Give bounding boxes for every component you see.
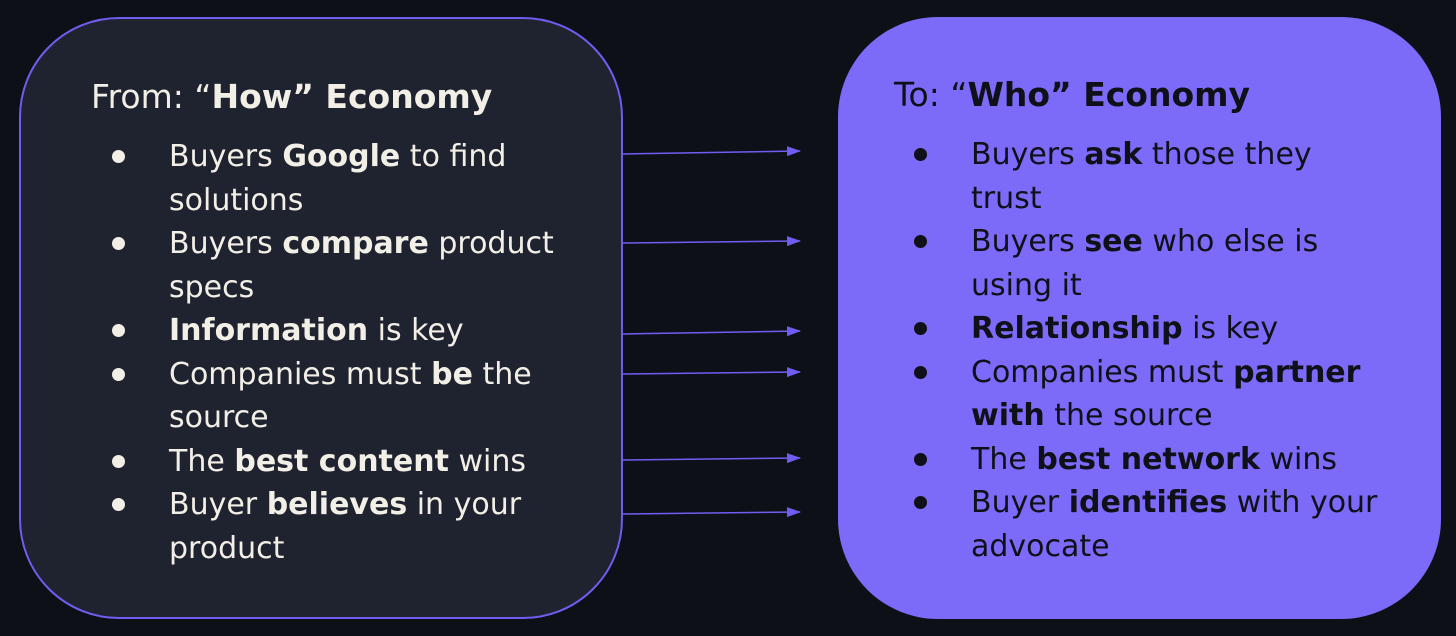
to-who-economy-title: To: “Who” Economy xyxy=(894,75,1250,115)
who-economy-list: Buyers ask those they trust Buyers see w… xyxy=(914,133,1391,568)
item-text: those they trust xyxy=(971,137,1312,216)
item-emphasis: identifies xyxy=(1068,485,1228,520)
item-emphasis: see xyxy=(1084,224,1143,259)
item-text: is key xyxy=(1182,311,1279,346)
arrow-6 xyxy=(622,507,801,518)
bullet-icon xyxy=(112,150,125,163)
list-item: Buyers see who else is using it xyxy=(914,220,1391,307)
list-item: Buyer identifies with your advocate xyxy=(914,481,1391,568)
list-item: Companies must be the source xyxy=(112,353,561,440)
item-text: Buyers xyxy=(971,137,1085,172)
list-item: The best network wins xyxy=(914,438,1391,482)
item-emphasis: partner with xyxy=(971,354,1361,434)
bullet-icon xyxy=(914,322,927,335)
arrow-3 xyxy=(622,326,801,337)
bullet-icon xyxy=(914,148,927,161)
list-item: Relationship is key xyxy=(914,307,1391,351)
item-text: in your product xyxy=(169,487,522,566)
item-text: wins xyxy=(448,443,527,479)
item-text: the source xyxy=(1044,398,1213,433)
list-item: Information is key xyxy=(112,309,561,353)
list-item: Buyers compare product specs xyxy=(112,222,561,309)
bullet-icon xyxy=(112,498,125,511)
bullet-icon xyxy=(914,235,927,248)
item-emphasis: ask xyxy=(1084,137,1143,172)
title-prefix: From: “ xyxy=(91,77,212,116)
item-emphasis: compare xyxy=(282,226,429,261)
from-how-economy-panel: From: “How” Economy Buyers Google to fin… xyxy=(19,17,623,619)
item-text: Buyer xyxy=(971,485,1069,520)
bullet-icon xyxy=(914,496,927,509)
item-text: is key xyxy=(368,313,464,348)
bullet-icon xyxy=(914,452,927,466)
bullet-icon xyxy=(112,324,125,337)
from-how-economy-title: From: “How” Economy xyxy=(91,77,492,117)
bullet-icon xyxy=(112,237,125,250)
title-emphasis: Who” Economy xyxy=(967,75,1251,114)
item-emphasis: Information xyxy=(169,313,369,348)
item-emphasis: believes xyxy=(266,487,408,522)
title-emphasis: How” Economy xyxy=(211,77,493,116)
item-emphasis: Google xyxy=(282,139,401,174)
item-text: who else is using it xyxy=(971,224,1319,303)
bullet-icon xyxy=(112,367,125,381)
item-emphasis: best network xyxy=(1036,441,1260,477)
item-text: the source xyxy=(169,356,532,436)
bullet-icon xyxy=(914,365,927,379)
item-text: with your advocate xyxy=(971,485,1378,564)
list-item: Companies must partner with the source xyxy=(914,351,1391,438)
item-emphasis: best content xyxy=(234,443,449,479)
arrow-5 xyxy=(622,453,801,464)
item-text: Buyers xyxy=(169,226,283,261)
item-text: product specs xyxy=(169,226,554,305)
item-emphasis: Relationship xyxy=(971,311,1183,346)
item-text: Companies must xyxy=(169,356,432,392)
list-item: Buyer believes in your product xyxy=(112,483,561,570)
list-item: Buyers Google to find solutions xyxy=(112,135,561,222)
list-item: The best content wins xyxy=(112,440,561,484)
item-text: Buyer xyxy=(169,487,267,522)
how-economy-list: Buyers Google to find solutions Buyers c… xyxy=(112,135,561,570)
title-prefix: To: “ xyxy=(894,75,968,114)
item-text: Companies must xyxy=(971,354,1234,390)
bullet-icon xyxy=(112,454,125,468)
arrow-2 xyxy=(622,236,801,247)
item-text: The xyxy=(971,441,1037,477)
item-text: Buyers xyxy=(169,139,283,174)
list-item: Buyers ask those they trust xyxy=(914,133,1391,220)
item-text: Buyers xyxy=(971,224,1085,259)
item-text: wins xyxy=(1259,441,1337,477)
item-text: to find solutions xyxy=(169,139,507,218)
item-emphasis: be xyxy=(431,356,473,392)
arrow-1 xyxy=(622,146,801,157)
to-who-economy-panel: To: “Who” Economy Buyers ask those they … xyxy=(838,17,1441,619)
item-text: The xyxy=(169,443,235,479)
arrow-4 xyxy=(622,367,801,378)
